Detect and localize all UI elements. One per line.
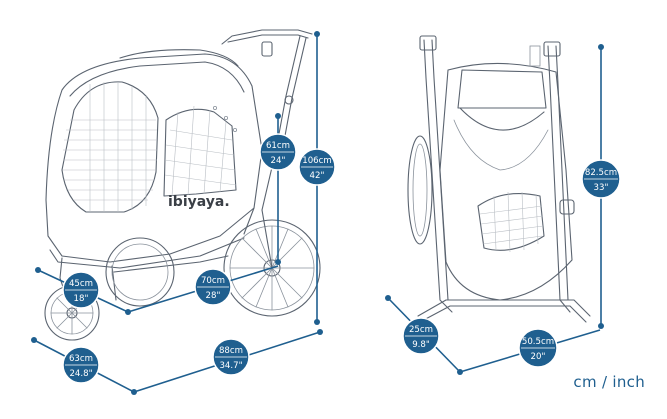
dimension-lines [31, 31, 604, 395]
folded-handle-right [543, 41, 561, 57]
folded-carrier-body [439, 62, 573, 301]
svg-text:88cm: 88cm [219, 346, 243, 356]
svg-text:24.8": 24.8" [69, 369, 92, 379]
badge-length: 88cm 34.7" [212, 338, 250, 376]
svg-text:18": 18" [74, 294, 89, 304]
svg-text:33": 33" [594, 183, 609, 193]
badge-front-wheel: 45cm 18" [62, 271, 100, 309]
badge-folded-height: 82.5cm 33" [581, 159, 621, 199]
pet-carrier-cabin [45, 53, 263, 263]
folded-floor-mesh [477, 193, 545, 251]
badge-handle-height: 61cm 24" [259, 133, 297, 171]
side-mesh-panel [163, 108, 237, 197]
brake-lever [261, 41, 273, 57]
brand-logo-text: ibiyaya. [168, 194, 230, 210]
svg-text:42": 42" [310, 171, 325, 181]
folded-wheel-left [407, 135, 433, 245]
svg-text:34.7": 34.7" [219, 361, 242, 371]
svg-text:61cm: 61cm [266, 141, 290, 151]
rear-wheel-left [105, 237, 175, 307]
svg-text:82.5cm: 82.5cm [585, 168, 617, 178]
stroller-folded-drawing [407, 35, 591, 323]
svg-text:20": 20" [531, 352, 546, 362]
badge-folded-width: 50.5cm 20" [518, 328, 558, 368]
folded-base [417, 299, 591, 317]
badge-width: 63cm 24.8" [62, 346, 100, 384]
handlebar [221, 29, 313, 45]
unit-label: cm / inch [573, 373, 645, 391]
svg-text:106cm: 106cm [302, 156, 332, 166]
svg-text:9.8": 9.8" [412, 340, 430, 350]
badge-rear-wheel: 70cm 28" [194, 268, 232, 306]
svg-text:50.5cm: 50.5cm [522, 337, 554, 347]
badge-folded-depth: 25cm 9.8" [402, 317, 440, 355]
folded-handle-left [419, 35, 437, 51]
svg-text:24": 24" [271, 156, 286, 166]
svg-text:63cm: 63cm [69, 354, 93, 364]
svg-text:28": 28" [206, 291, 221, 301]
badge-total-height: 106cm 42" [298, 148, 336, 186]
svg-text:70cm: 70cm [201, 276, 225, 286]
svg-text:25cm: 25cm [409, 325, 433, 335]
svg-text:45cm: 45cm [69, 279, 93, 289]
front-mesh-window [61, 81, 159, 213]
